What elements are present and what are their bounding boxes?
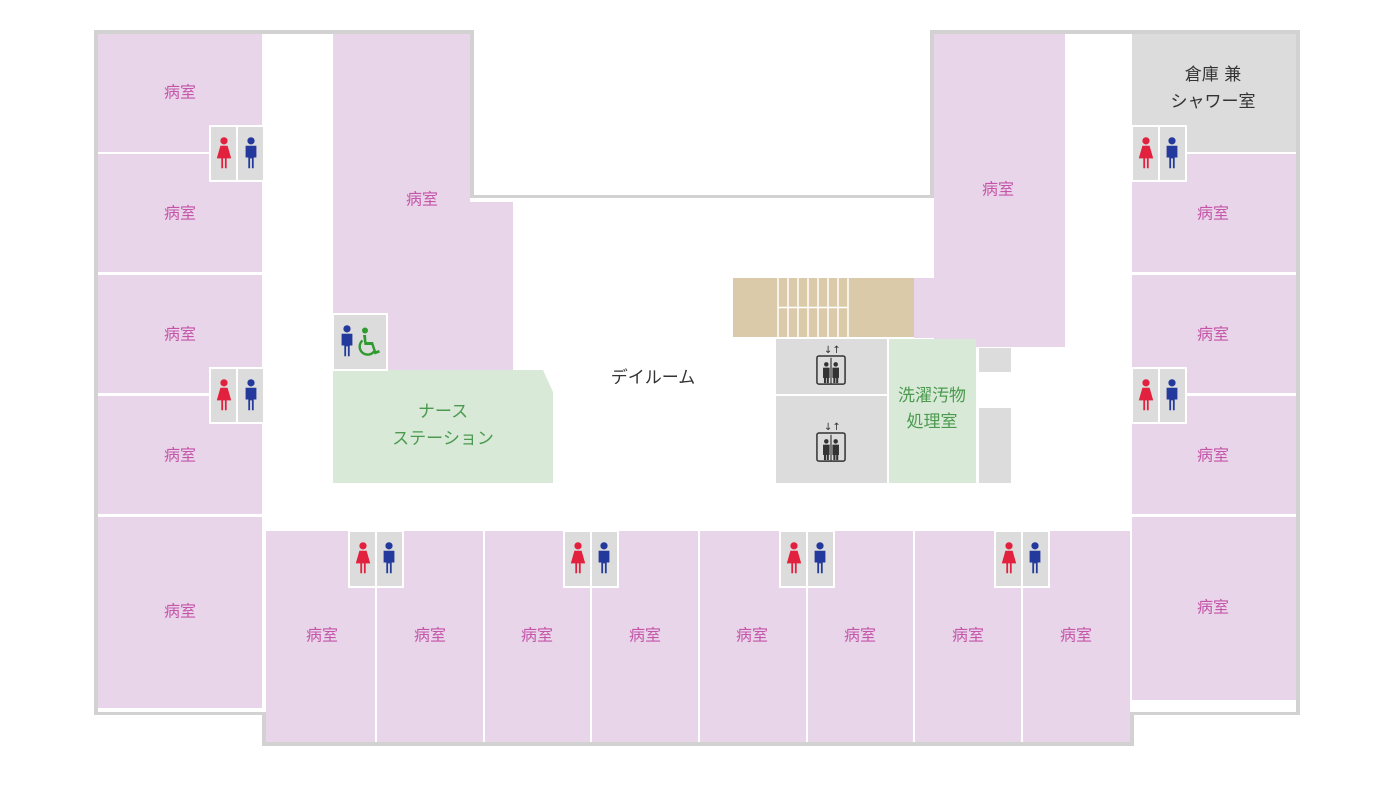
restroom-accessible[interactable] [332,313,388,371]
right-room-column: 病室 病室 病室 病室 [1132,154,1296,700]
laundry-room[interactable] [889,339,976,483]
room-center-right-label: 病室 [982,180,1014,199]
room-center-left-ext [470,202,513,370]
room-left-5[interactable] [98,517,262,708]
room-right-2-label: 病室 [1197,325,1229,344]
laundry-label-1: 洗濯汚物 [898,386,966,406]
room-bottom-5-label: 病室 [736,626,768,645]
restroom-bottom-3[interactable] [779,530,835,588]
dayroom-label: デイルーム [611,367,696,388]
stairs-icon [777,278,849,337]
stairs[interactable] [733,278,914,337]
svg-text:↓↑: ↓↑ [824,345,841,356]
room-left-1-label: 病室 [164,83,196,102]
room-left-5-label: 病室 [164,602,196,621]
room-bottom-4-label: 病室 [629,626,661,645]
room-right-3-label: 病室 [1197,446,1229,465]
elevator-icon: ↓↑ [816,345,846,385]
room-center-left-label: 病室 [406,190,438,209]
nurse-station[interactable] [333,370,553,483]
storage-shower-label-2: シャワー室 [1171,92,1256,112]
room-right-4[interactable] [1132,517,1296,700]
restroom-right-lower[interactable] [1131,367,1187,424]
room-bottom-2-label: 病室 [414,626,446,645]
left-room-column: 病室 病室 病室 病室 病室 [98,34,262,708]
restroom-left-lower[interactable] [209,367,265,424]
restroom-bottom-1[interactable] [348,530,404,588]
room-bottom-8-label: 病室 [1060,626,1092,645]
room-bottom-7-label: 病室 [952,626,984,645]
restroom-right-upper[interactable] [1131,125,1187,182]
utility-block-1 [979,348,1011,372]
room-center-right-ext [914,278,934,338]
room-right-4-label: 病室 [1197,598,1229,617]
room-center-right[interactable] [934,34,1065,347]
room-right-1-label: 病室 [1197,204,1229,223]
room-bottom-1-label: 病室 [306,626,338,645]
elevator-block: ↓↑ ↓↑ [776,339,887,483]
nurse-station-label-2: ステーション [392,429,494,449]
nurse-station-label-1: ナース [418,402,468,422]
restroom-bottom-4[interactable] [994,530,1050,588]
room-left-2-label: 病室 [164,204,196,223]
laundry-label-2: 処理室 [907,412,958,432]
restrooms [209,125,1187,588]
room-left-4-label: 病室 [164,446,196,465]
elevator-icon: ↓↑ [816,422,846,462]
svg-text:↓↑: ↓↑ [824,422,841,433]
utility-block-2 [979,408,1011,483]
room-bottom-6-label: 病室 [844,626,876,645]
room-bottom-3-label: 病室 [521,626,553,645]
restroom-left-upper[interactable] [209,125,265,182]
restroom-bottom-2[interactable] [563,530,619,588]
storage-shower-label-1: 倉庫 兼 [1185,65,1241,85]
room-left-3-label: 病室 [164,325,196,344]
